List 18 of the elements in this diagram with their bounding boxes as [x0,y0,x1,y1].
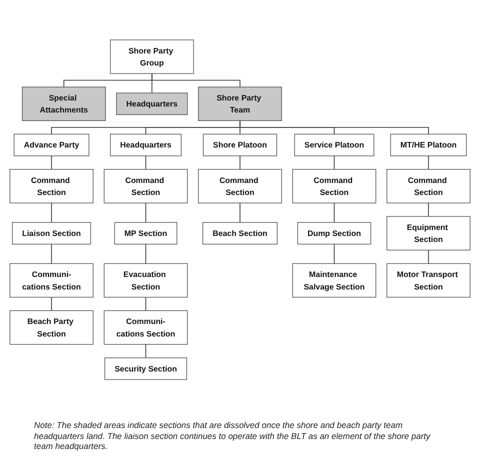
connector [334,202,335,224]
connector [152,73,240,88]
connector [145,244,146,264]
note-text: Note: The shaded areas indicate sections that are dissolved once the shore and beach party team headquarters land. The liaison section continues to operate with the BLT as an element of the shore party team headquarters. [34,420,432,452]
connector [145,297,146,312]
connector [145,156,146,170]
connector [428,156,429,170]
connector [334,244,335,264]
connector [145,344,146,358]
connector [51,202,52,224]
connector [334,156,335,170]
connector [51,156,52,170]
connector [428,250,429,264]
connector [51,297,52,312]
connector [428,202,429,218]
connector [145,202,146,224]
connector [240,120,429,135]
connector [51,244,52,264]
